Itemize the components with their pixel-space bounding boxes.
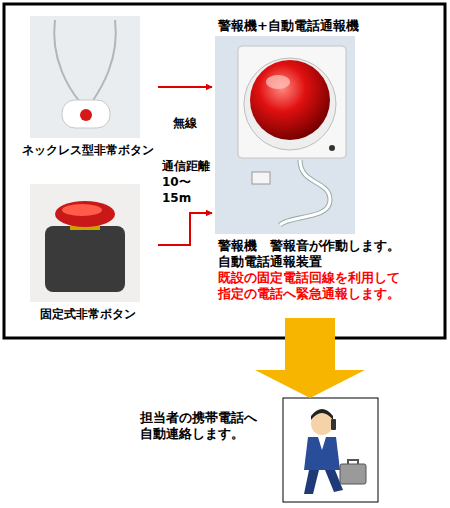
photo-background: [30, 16, 140, 138]
lamp-base: [244, 58, 336, 150]
button-housing: [45, 226, 125, 292]
alarm-unit: 警報機+自動電話通報機警報機 警報音が作動します。自動電話通報装置既設の固定電話…: [212, 18, 434, 304]
distance-note: 通信距離 10〜15m: [162, 158, 218, 206]
node-heading: ネックレス型非常ボタン: [18, 142, 158, 158]
node-text: 警報機 警報音が作動します。: [218, 238, 408, 254]
node-heading: 固定式非常ボタン: [18, 306, 158, 322]
power-cable: [280, 160, 330, 225]
pendant-button: [80, 109, 92, 121]
briefcase: [340, 464, 366, 484]
mounting-plate: [238, 46, 346, 158]
person-leg: [304, 470, 319, 494]
pendant-cord: [54, 20, 80, 102]
person-suit: [304, 437, 340, 470]
person-shirt: [318, 437, 326, 450]
picture-frame: [283, 398, 378, 502]
button-photo: ネックレス型非常ボタン: [18, 14, 158, 160]
outer-frame: [4, 4, 445, 338]
photo-background: [215, 36, 355, 234]
pendant-cord: [92, 20, 116, 102]
person-picture: 担当者の携帯電話へ 自動連絡します。: [135, 398, 380, 504]
edge-label: 無線: [171, 115, 199, 131]
button-highlight: [62, 204, 102, 216]
lamp-highlight: [266, 75, 290, 89]
node-heading: 担当者の携帯電話へ 自動連絡します。: [140, 410, 265, 442]
indicator: [329, 145, 335, 151]
node-heading: 警報機+自動電話通報機: [218, 18, 408, 34]
photo-background: [30, 184, 140, 302]
wireless-arrow: [158, 86, 212, 88]
node-text: 既設の固定電話回線を利用して 指定の電話へ緊急通報します。: [218, 270, 408, 302]
flow-arrow: [255, 318, 365, 398]
red-dome-lamp: [250, 60, 330, 140]
mobile-phone: [331, 419, 336, 430]
button-photo: 固定式非常ボタン: [18, 182, 158, 324]
wireless-arrow: [158, 213, 212, 245]
power-cable: [280, 160, 330, 225]
pendant-body: [62, 100, 110, 128]
mushroom-button: [55, 201, 115, 227]
person-hair: [311, 409, 333, 420]
power-plug: [252, 172, 270, 184]
briefcase-handle: [348, 460, 358, 464]
node-text: 自動電話通報装置: [218, 254, 408, 270]
